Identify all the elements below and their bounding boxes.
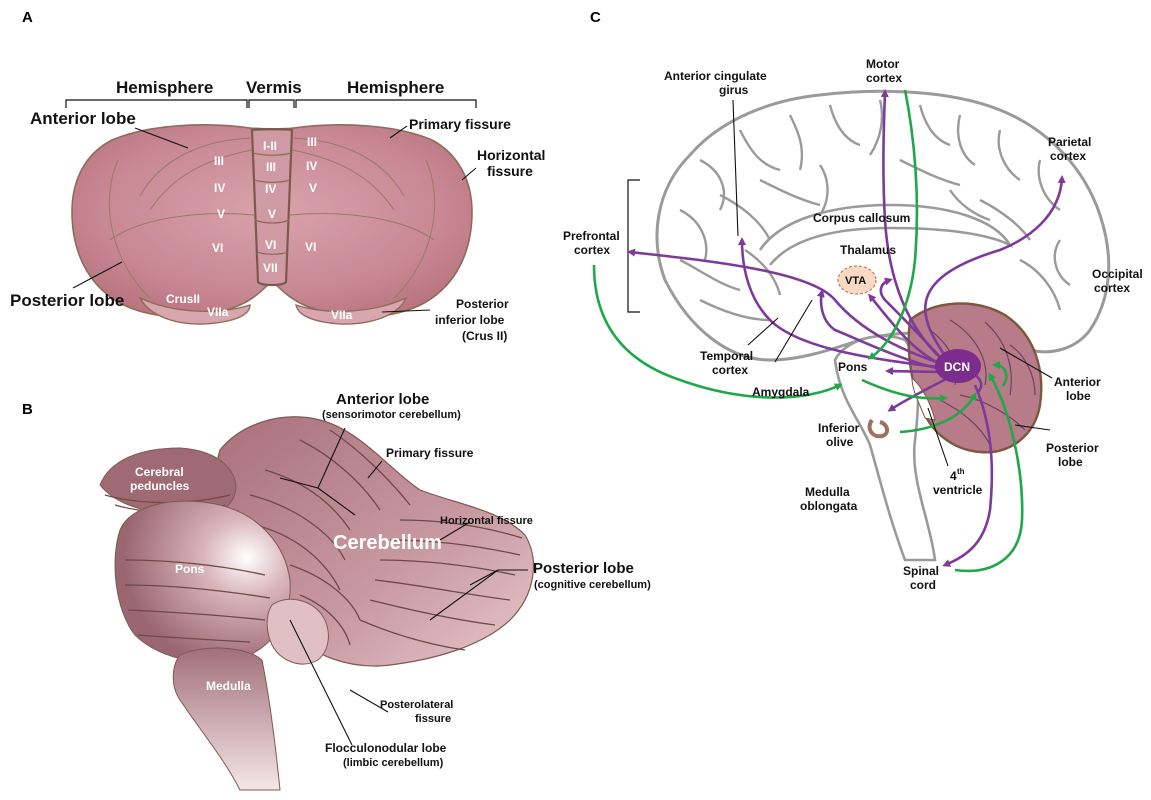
prefrontal-bracket <box>628 180 640 312</box>
vta-label: VTA <box>845 275 866 287</box>
hemisphere-left-label: Hemisphere <box>116 78 213 97</box>
panel-a-label: A <box>22 9 33 26</box>
spinal-cord-label-1: Spinal <box>903 564 939 578</box>
primary-fissure-label: Primary fissure <box>409 116 511 132</box>
anterior-cingulate-label-1: Anterior cingulate <box>664 69 767 83</box>
b-anterior-lobe-label: Anterior lobe <box>336 391 429 408</box>
posterior-inferior-label-3: (Crus II) <box>462 329 507 343</box>
lobule-right-iv: IV <box>306 159 317 173</box>
anterior-lobe-c-label-2: lobe <box>1066 389 1091 403</box>
lobule-right-vi: VI <box>305 240 316 254</box>
anterior-lobe-label: Anterior lobe <box>30 109 136 128</box>
lobule-left-crusii: CrusII <box>166 292 200 306</box>
lobule-vermis-v: V <box>268 207 276 221</box>
medulla-oblongata-label-1: Medulla <box>805 485 850 499</box>
lobule-right-iii: III <box>307 135 317 149</box>
panel-b-label: B <box>22 401 33 418</box>
posterior-inferior-label-1: Posterior <box>456 297 509 311</box>
lobule-left-v: V <box>217 207 225 221</box>
hemisphere-right-label: Hemisphere <box>347 78 444 97</box>
temporal-cortex-label-2: cortex <box>712 363 748 377</box>
lobule-right-viia: VIIa <box>331 308 353 322</box>
lobule-vermis-iv: IV <box>265 182 276 196</box>
posterior-lobe-c-label-2: lobe <box>1058 455 1083 469</box>
motor-cortex-label-2: cortex <box>866 71 902 85</box>
vermis-label: Vermis <box>246 78 302 97</box>
inferior-olive-label-1: Inferior <box>818 421 860 435</box>
lobule-vermis-i-ii: I-II <box>263 139 277 153</box>
lobule-left-iii: III <box>214 154 224 168</box>
b-posterolateral-label-2: fissure <box>415 713 451 725</box>
corpus-callosum-label: Corpus callosum <box>813 211 910 225</box>
panel-b: B <box>22 391 651 790</box>
spinal-cord-label-2: cord <box>910 578 936 592</box>
lobule-right-v: V <box>309 181 317 195</box>
lobule-vermis-vii: VII <box>263 261 278 275</box>
panel-a: A Hemisphere Vermis Hemisphere <box>10 9 545 343</box>
lobule-left-vi: VI <box>212 241 223 255</box>
ventricle-label: ventricle <box>933 483 983 497</box>
anterior-lobe-c-label-1: Anterior <box>1054 375 1101 389</box>
prefrontal-cortex-label-1: Prefrontal <box>563 229 620 243</box>
b-flocculonodular-label: Flocculonodular lobe <box>325 741 447 755</box>
posterior-lobe-c-label-1: Posterior <box>1046 441 1099 455</box>
b-anterior-lobe-sub: (sensorimotor cerebellum) <box>322 409 461 421</box>
b-posterolateral-label-1: Posterolateral <box>380 699 453 711</box>
prefrontal-cortex-label-2: cortex <box>574 243 610 257</box>
parietal-cortex-label-2: cortex <box>1050 149 1086 163</box>
amygdala-label: Amygdala <box>752 385 810 399</box>
pons-c-label: Pons <box>838 360 868 374</box>
anterior-cingulate-label-2: girus <box>719 83 749 97</box>
b-posterior-lobe-label: Posterior lobe <box>533 560 634 577</box>
temporal-cortex-label-1: Temporal <box>700 349 753 363</box>
horizontal-fissure-label-1: Horizontal <box>477 147 545 163</box>
motor-cortex-label-1: Motor <box>866 57 900 71</box>
cerebellum-label: Cerebellum <box>333 532 442 554</box>
thalamus-label: Thalamus <box>840 243 896 257</box>
parietal-cortex-label-1: Parietal <box>1048 135 1091 149</box>
posterior-lobe-label: Posterior lobe <box>10 291 124 310</box>
b-horizontal-fissure-label: Horizontal fissure <box>440 515 533 527</box>
b-posterior-lobe-sub: (cognitive cerebellum) <box>534 579 651 591</box>
inferior-olive-label-2: olive <box>826 435 854 449</box>
dcn-label: DCN <box>944 360 970 374</box>
medulla-oblongata-label-2: oblongata <box>800 499 858 513</box>
posterior-inferior-label-2: inferior lobe <box>435 313 505 327</box>
occipital-cortex-label-2: cortex <box>1094 281 1130 295</box>
lobule-left-iv: IV <box>214 181 225 195</box>
pons-label: Pons <box>175 562 205 576</box>
lobule-left-viia: VIIa <box>207 305 229 319</box>
cerebral-peduncles-label-2: peduncles <box>130 479 190 493</box>
horizontal-fissure-label-2: fissure <box>487 163 533 179</box>
lobule-vermis-vi: VI <box>265 238 276 252</box>
ventricle-superscript: th <box>957 467 965 476</box>
b-flocculonodular-sub: (limbic cerebellum) <box>343 757 444 769</box>
lobule-vermis-iii: III <box>266 160 276 174</box>
b-primary-fissure-label: Primary fissure <box>386 446 474 460</box>
medulla <box>173 648 280 790</box>
panel-c-label: C <box>590 9 601 26</box>
ventricle-number: 4 <box>950 469 957 483</box>
panel-c: C <box>563 9 1143 592</box>
medulla-label: Medulla <box>206 679 251 693</box>
hemisphere-vermis-brackets <box>66 100 476 108</box>
occipital-cortex-label-1: Occipital <box>1092 267 1143 281</box>
cerebral-peduncles-label-1: Cerebral <box>135 465 184 479</box>
